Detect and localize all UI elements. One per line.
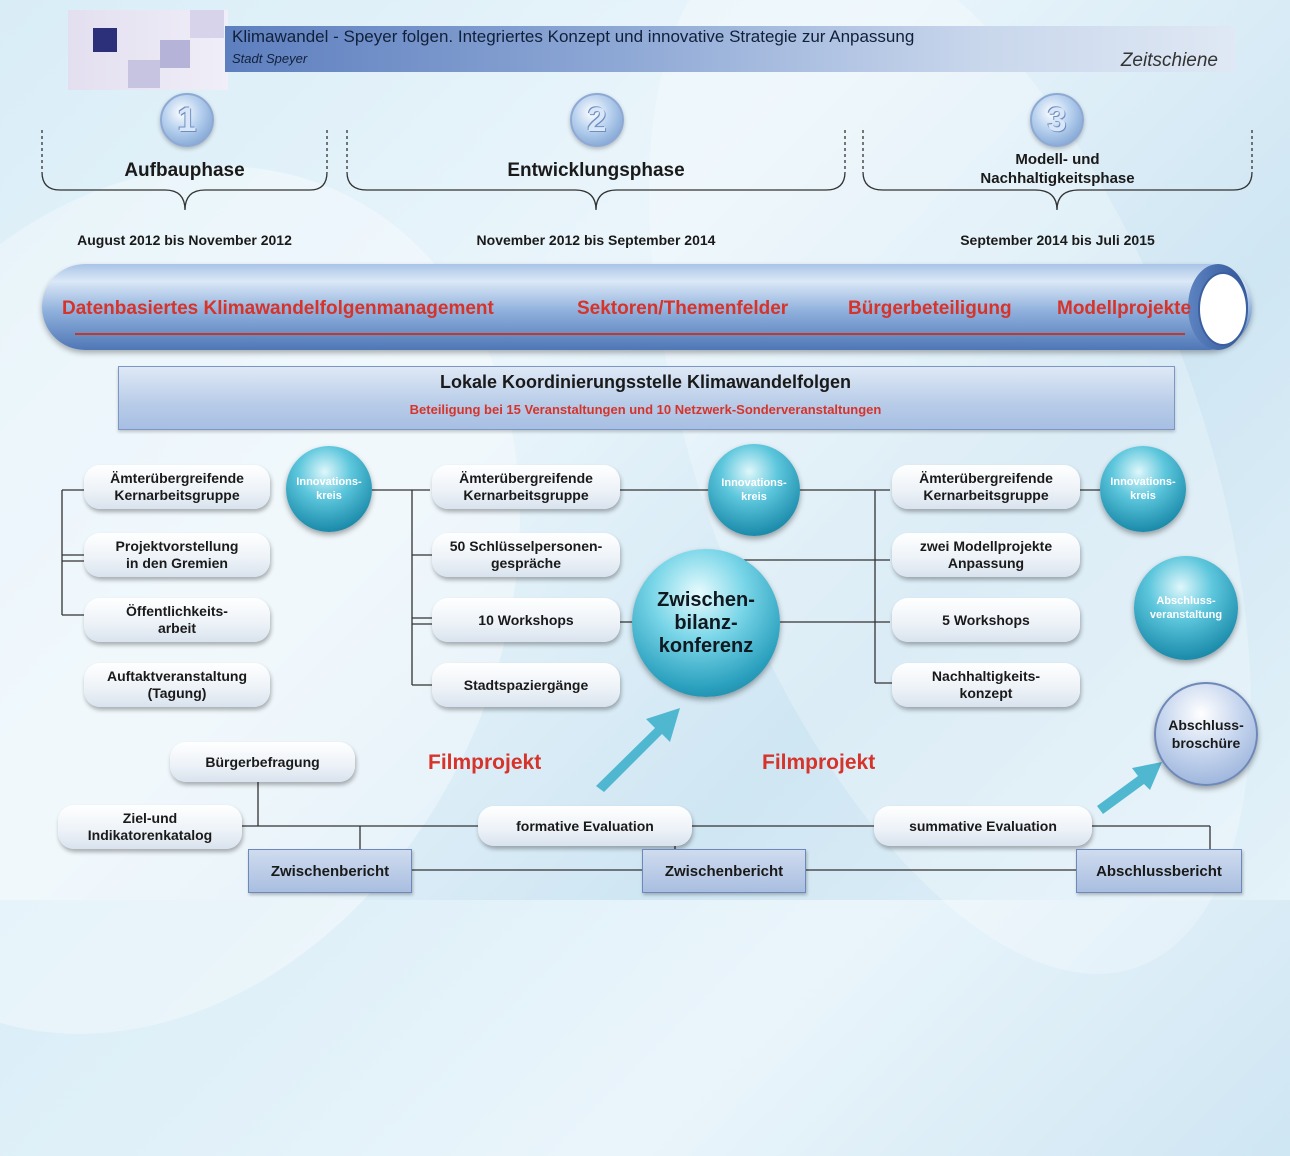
col1-oeff-line2: arbeit [157,620,197,636]
tube-item-buerger: Bürgerbeteiligung [848,298,1012,319]
zwischenbericht-1: Zwischenbericht [248,849,412,893]
header-bar [225,26,1235,72]
timeline-tube [42,264,1252,350]
col2-innov-line1: Innovations- [721,477,787,489]
col3-workshops: 5 Workshops [892,598,1080,642]
header-square [190,10,224,38]
phase-3-title: Modell- und Nachhaltigkeitsphase [863,150,1252,188]
summative-evaluation: summative Evaluation [874,806,1092,846]
col1-proj-line1: Projektvorstellung [115,538,239,554]
zwischenbilanzkonferenz: Zwischen-bilanz-konferenz [632,549,780,697]
filmprojekt-2: Filmprojekt [762,751,876,774]
header-square [128,60,160,88]
col1-oeff-line1: Öffentlichkeits- [126,603,228,619]
ziel-line2: Indikatorenkatalog [87,827,213,843]
zwischen-line2: bilanz- [674,611,738,634]
ziel-line1: Ziel-und [122,810,178,826]
phase-2-title: Entwicklungsphase [507,160,685,181]
col1-auftaktveranstaltung: Auftaktveranstaltung(Tagung) [84,663,270,707]
phase-2-number: 2 [570,93,624,147]
header-square [160,40,190,68]
abschlussv-line2: veranstaltung [1149,609,1223,621]
col3-nachhaltigkeitskonzept: Nachhaltigkeits-konzept [892,663,1080,707]
col1-innov-line2: kreis [316,490,342,502]
coordination-title: Lokale Koordinierungsstelle Klimawandelf… [439,372,852,392]
header-title: Klimawandel - Speyer folgen. Integrierte… [232,27,915,46]
phase-3-title-line2: Nachhaltigkeitsphase [980,170,1135,187]
filmprojekt-1: Filmprojekt [428,751,542,774]
col3-kern-line1: Ämterübergreifende [919,470,1053,486]
tube-opening [1198,272,1248,346]
col2-schl-line2: gespräche [490,555,562,571]
col3-modell-line2: Anpassung [947,555,1025,571]
zwischen-line3: konferenz [658,634,754,657]
abschlussbroschuere: Abschluss-broschüre [1154,682,1258,786]
header-right-label: Zeitschiene [1120,50,1218,71]
coordination-subtitle: Beteiligung bei 15 Veranstaltungen und 1… [409,402,882,417]
brosch-line2: broschüre [1171,735,1241,751]
col2-stadtspaziergaenge: Stadtspaziergänge [432,663,620,707]
col1-innovationskreis: Innovations-kreis [286,446,372,532]
col3-nach-line1: Nachhaltigkeits- [931,668,1041,684]
brosch-line1: Abschluss- [1168,717,1244,733]
header-subtitle: Stadt Speyer [232,51,308,66]
tube-underline [75,333,1185,335]
tube-item-sektoren: Sektoren/Themenfelder [577,298,789,319]
col3-innov-line1: Innovations- [1110,476,1176,488]
col1-proj-line2: in den Gremien [126,555,228,571]
col2-schl-line1: 50 Schlüsselpersonen- [449,538,603,554]
phase-3-title-line1: Modell- und [1015,151,1100,168]
col2-kern-line2: Kernarbeitsgruppe [463,487,589,503]
header-square [93,28,117,52]
phase-1-number: 1 [160,93,214,147]
col1-auft-line2: (Tagung) [147,685,207,701]
col2-workshops: 10 Workshops [432,598,620,642]
abschlussv-line1: Abschluss- [1156,595,1216,607]
col3-kern-line2: Kernarbeitsgruppe [923,487,1049,503]
col3-innovationskreis: Innovations-kreis [1100,446,1186,532]
col1-kern-line1: Ämterübergreifende [110,470,244,486]
phase-3-dates: September 2014 bis Juli 2015 [960,232,1155,248]
col2-innov-line2: kreis [741,491,767,503]
connector-lines [41,130,1253,871]
abschlussbericht: Abschlussbericht [1076,849,1242,893]
zwischen-line1: Zwischen- [657,588,755,611]
col2-kern-line1: Ämterübergreifende [459,470,593,486]
phase-2-dates: November 2012 bis September 2014 [476,232,716,248]
phase-1-dates: August 2012 bis November 2012 [77,232,292,248]
phase-3-number: 3 [1030,93,1084,147]
abschlussveranstaltung: Abschluss-veranstaltung [1134,556,1238,660]
col1-oeffentlichkeitsarbeit: Öffentlichkeits-arbeit [84,598,270,642]
col3-nach-line2: konzept [959,685,1013,701]
col2-schluesselpersonen: 50 Schlüsselpersonen-gespräche [432,533,620,577]
tube-item-daten: Datenbasiertes Klimawandelfolgenmanageme… [62,298,494,319]
col3-modell-line1: zwei Modellprojekte [919,538,1053,554]
col2-innovationskreis: Innovations-kreis [708,444,800,536]
phase-1-title: Aufbauphase [124,160,245,181]
coordination-box [118,366,1175,430]
formative-evaluation: formative Evaluation [478,806,692,846]
buergerbefragung: Bürgerbefragung [170,742,355,782]
col1-auft-line1: Auftaktveranstaltung [106,668,248,684]
zwischenbericht-2: Zwischenbericht [642,849,806,893]
col1-kern-line2: Kernarbeitsgruppe [114,487,240,503]
col3-innov-line2: kreis [1130,490,1156,502]
col1-innov-line1: Innovations- [296,476,362,488]
tube-item-modell: Modellprojekte [1057,298,1192,319]
